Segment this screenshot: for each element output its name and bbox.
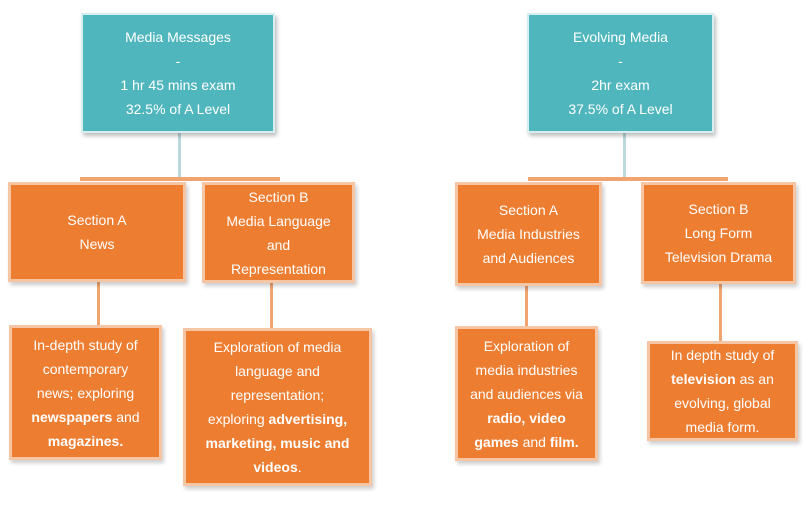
right-desc-a-games: games	[474, 433, 519, 450]
left-section-b-topic-3: Representation	[231, 260, 326, 277]
right-desc-a-line-3: and audiences via	[470, 385, 583, 402]
connector-right-branch	[528, 177, 728, 181]
right-desc-b-line-2: television as an	[671, 367, 774, 391]
right-desc-a-and: and	[518, 433, 550, 450]
left-desc-a-line-2: contemporary	[42, 360, 129, 377]
left-desc-a-and: and	[112, 408, 140, 425]
evolving-media-weight: 37.5% of A Level	[568, 101, 673, 117]
media-messages-box: Media Messages - 1 hr 45 mins exam 32.5%…	[81, 13, 275, 133]
right-desc-b-box: In depth study of television as an evolv…	[647, 341, 798, 441]
left-desc-b-advertising: advertising,	[268, 411, 348, 427]
right-section-a-topic-1: Media Industries	[477, 226, 580, 242]
right-desc-a-line-2: media industries	[475, 361, 578, 378]
right-section-b-box: Section B Long Form Television Drama	[641, 182, 796, 284]
connector-right-top-stem	[623, 133, 626, 178]
connector-left-branch	[80, 177, 280, 181]
right-desc-b-line-3: evolving, global	[674, 395, 771, 411]
left-section-a-label: Section A	[67, 212, 127, 228]
connector-left-b-down	[270, 283, 273, 329]
left-desc-a-newspapers: newspapers	[31, 408, 113, 425]
right-desc-a-box: Exploration of media industries and audi…	[455, 326, 598, 461]
left-desc-b-line-6: videos.	[253, 455, 301, 479]
left-desc-b-exploring: exploring	[207, 411, 269, 427]
right-section-b-label: Section B	[688, 201, 749, 217]
right-desc-b-line-1: In depth study of	[670, 347, 775, 363]
right-desc-a-film: film.	[549, 433, 579, 450]
left-desc-b-line-2: language and	[235, 363, 320, 379]
right-section-b-topic-2: Television Drama	[664, 249, 773, 265]
left-desc-b-videos: videos	[253, 459, 298, 475]
connector-right-b-down	[719, 283, 722, 343]
left-desc-a-line-5: magazines.	[48, 429, 123, 453]
left-desc-a-magazines: magazines.	[47, 432, 124, 449]
media-messages-dash: -	[175, 53, 181, 69]
evolving-media-title: Evolving Media	[573, 29, 668, 45]
media-messages-title: Media Messages	[125, 29, 231, 45]
left-desc-a-line-3: news; exploring	[36, 384, 135, 401]
left-section-a-box: Section A News	[8, 182, 186, 282]
right-section-a-label: Section A	[498, 202, 559, 218]
left-desc-a-box: In-depth study of contemporary news; exp…	[9, 325, 162, 460]
right-desc-b-as-an: as an	[735, 371, 774, 387]
left-section-b-label: Section B	[248, 188, 309, 205]
left-desc-b-period: .	[297, 459, 302, 475]
left-section-b-topic-2: and	[266, 236, 291, 253]
right-section-a-box: Section A Media Industries and Audiences	[455, 182, 602, 286]
media-messages-duration: 1 hr 45 mins exam	[120, 77, 236, 93]
left-desc-b-box: Exploration of media language and repres…	[183, 328, 372, 486]
right-section-b-topic-1: Long Form	[684, 225, 753, 241]
right-section-a-topic-2: and Audiences	[482, 250, 575, 266]
left-desc-b-line-1: Exploration of media	[213, 339, 342, 355]
left-section-b-topic-1: Media Language	[226, 212, 331, 229]
media-messages-weight: 32.5% of A Level	[125, 101, 231, 117]
left-desc-b-line-3: representation;	[230, 387, 325, 403]
right-desc-a-radio-video: radio, video	[487, 409, 566, 426]
evolving-media-box: Evolving Media - 2hr exam 37.5% of A Lev…	[527, 13, 714, 133]
connector-right-a-down	[525, 285, 528, 328]
left-section-b-box: Section B Media Language and Representat…	[202, 182, 355, 283]
right-desc-a-line-4: radio, video	[487, 406, 566, 430]
left-desc-a-line-4: newspapers and	[31, 405, 139, 429]
left-desc-b-line-4: exploring advertising,	[208, 407, 347, 431]
right-desc-a-line-5: games and film.	[474, 430, 578, 454]
left-desc-a-line-1: In-depth study of	[33, 336, 138, 353]
left-section-a-topic: News	[79, 236, 115, 252]
connector-left-top-stem	[178, 133, 181, 178]
left-desc-b-marketing: marketing, music and	[205, 435, 350, 451]
right-desc-b-line-4: media form.	[685, 419, 760, 435]
right-desc-a-line-1: Exploration of	[483, 337, 570, 354]
evolving-media-duration: 2hr exam	[591, 77, 650, 93]
connector-left-a-down	[97, 281, 100, 327]
left-desc-b-line-5: marketing, music and	[206, 431, 350, 455]
evolving-media-dash: -	[618, 53, 623, 69]
right-desc-b-television: television	[671, 371, 736, 387]
